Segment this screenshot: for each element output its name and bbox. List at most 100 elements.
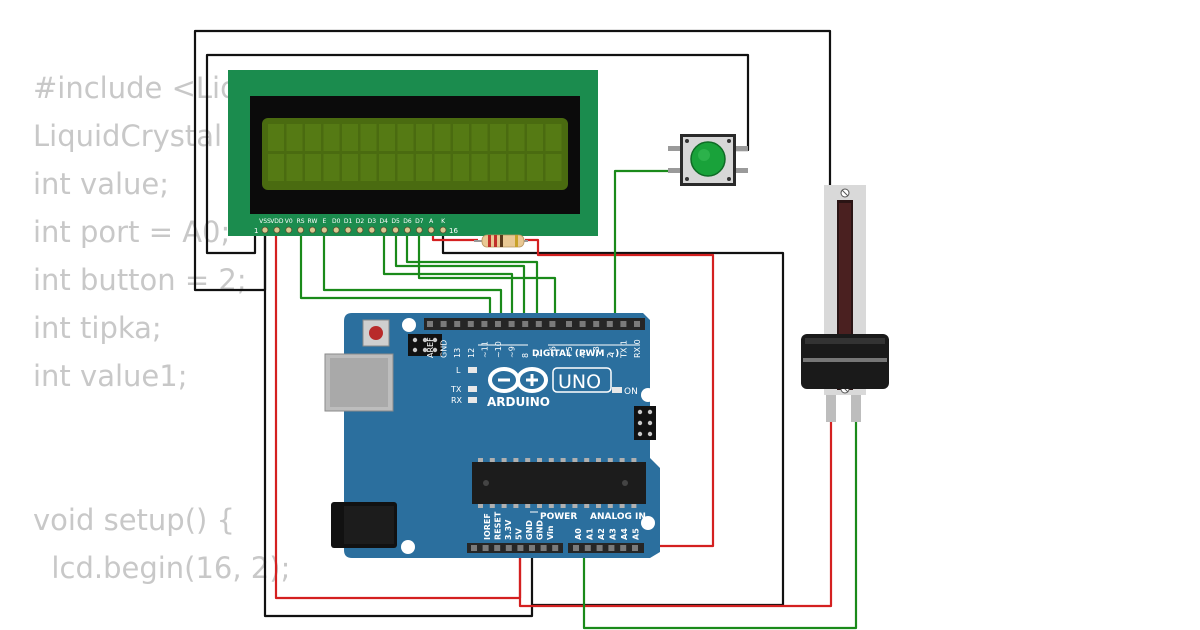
analog-pin-label: A4: [620, 528, 629, 540]
lcd-char-cell: [397, 154, 414, 181]
digital-pin: [606, 321, 613, 327]
analog-pin: [608, 545, 615, 551]
code-line: int value;: [33, 167, 170, 201]
wire-green: [405, 232, 539, 322]
digital-pin-label: 8: [521, 353, 530, 358]
power-pin-label: IOREF: [483, 513, 492, 540]
digital-pin-label: TX 1: [619, 340, 628, 359]
lcd-char-cell: [286, 124, 303, 151]
lcd-char-cell: [360, 124, 377, 151]
lcd-pin-label: VDD: [270, 218, 284, 225]
digital-pin: [495, 321, 501, 327]
wire-green: [394, 232, 526, 322]
lcd-pin: [273, 226, 281, 234]
lcd-char-cell: [416, 124, 432, 151]
mounting-hole: [641, 388, 655, 402]
lcd-pin-label: K: [441, 218, 446, 225]
lcd-pin-label: D5: [391, 218, 400, 225]
lcd-char-cell: [508, 154, 525, 181]
reset-button[interactable]: [362, 319, 390, 347]
digital-pin-label: ~11: [480, 341, 489, 358]
lcd-pin: [309, 226, 316, 234]
mounting-hole: [641, 516, 655, 530]
pushbutton-icon[interactable]: [668, 134, 748, 186]
lcd-pin: [368, 226, 376, 234]
lcd-char-cell: [471, 124, 488, 151]
lcd-pin-label: D7: [415, 218, 424, 225]
lcd-char-cell: [471, 154, 488, 181]
wire-green: [299, 232, 492, 322]
lcd-char-cell: [508, 124, 525, 151]
on-label: ON: [624, 387, 638, 397]
lcd-pin-label: D3: [368, 218, 377, 225]
lcd-pin-number-last: 16: [449, 227, 458, 235]
lcd-character-cells: [268, 124, 562, 181]
led-tx: [468, 386, 477, 392]
lcd-char-cell: [490, 154, 506, 181]
wire-green: [582, 415, 858, 630]
dc-power-jack: [331, 502, 397, 548]
lcd-char-cell: [323, 124, 340, 151]
digital-pin: [620, 321, 627, 327]
icsp2-header: [634, 406, 656, 440]
lcd-pin: [285, 226, 293, 234]
digital-pin-label: 12: [467, 348, 476, 358]
analog-pin-label: A5: [632, 528, 641, 540]
analog-pin-header: [568, 543, 644, 553]
lcd-char-cell: [453, 124, 469, 151]
led-l: [468, 367, 477, 373]
digital-pin-label: ~6: [548, 346, 557, 358]
digital-pin-label: 13: [453, 348, 462, 358]
arduino-brand-label: ARDUINO: [487, 395, 550, 409]
code-line: int port = A0;: [33, 215, 231, 249]
lcd-char-cell: [268, 124, 284, 151]
digital-pin: [522, 321, 529, 327]
analog-pin-label: A1: [586, 528, 595, 540]
slide-potentiometer-icon[interactable]: [801, 185, 889, 422]
power-pin: [540, 545, 547, 551]
resistor-icon: [474, 234, 528, 248]
lcd-char-cell: [545, 124, 562, 151]
digital-pin: [508, 321, 515, 327]
lcd-pin-label: V0: [285, 218, 293, 225]
power-pin-label: 3.3V: [504, 519, 513, 540]
lcd-pin-number-first: 1: [254, 227, 258, 235]
lcd-char-cell: [434, 154, 451, 181]
analog-header-label: ANALOG IN: [590, 512, 646, 522]
power-pin-label: RESET: [494, 511, 503, 540]
code-line: int value1;: [33, 359, 188, 393]
digital-pin-label: RX 0: [633, 339, 642, 358]
lcd-pin: [427, 226, 435, 234]
lcd-pin: [392, 226, 399, 234]
lcd-pin: [297, 226, 305, 234]
lcd-char-cell: [397, 124, 414, 151]
digital-pin: [579, 321, 586, 327]
lcd-char-cell: [453, 154, 469, 181]
led-on: [612, 387, 622, 393]
uno-badge: [552, 367, 612, 393]
lcd-char-cell: [434, 124, 451, 151]
lcd-char-cell: [360, 154, 377, 181]
digital-pin: [566, 321, 572, 327]
arduino-infinity-logo-icon: [488, 367, 548, 393]
power-pin: [517, 545, 524, 551]
digital-pin-label: ~10: [494, 341, 503, 358]
digital-pin-label: 4: [579, 353, 588, 358]
code-line: int tipka;: [33, 311, 162, 345]
lcd-char-cell: [545, 154, 562, 181]
power-pin: [471, 545, 477, 551]
mounting-hole: [402, 318, 416, 332]
lcd-pin-label: E: [322, 218, 326, 225]
power-pin-label: 5V: [515, 527, 524, 540]
analog-pin-label: A2: [597, 528, 606, 540]
digital-pin-label: ~9: [508, 346, 517, 358]
lcd-pin: [261, 226, 269, 234]
lcd-char-cell: [305, 154, 321, 181]
lcd-char-cell: [305, 124, 321, 151]
wire-black: [263, 235, 534, 618]
digital-pin-label: AREF: [426, 337, 435, 358]
lcd-pin: [344, 226, 352, 234]
power-pin: [494, 545, 501, 551]
